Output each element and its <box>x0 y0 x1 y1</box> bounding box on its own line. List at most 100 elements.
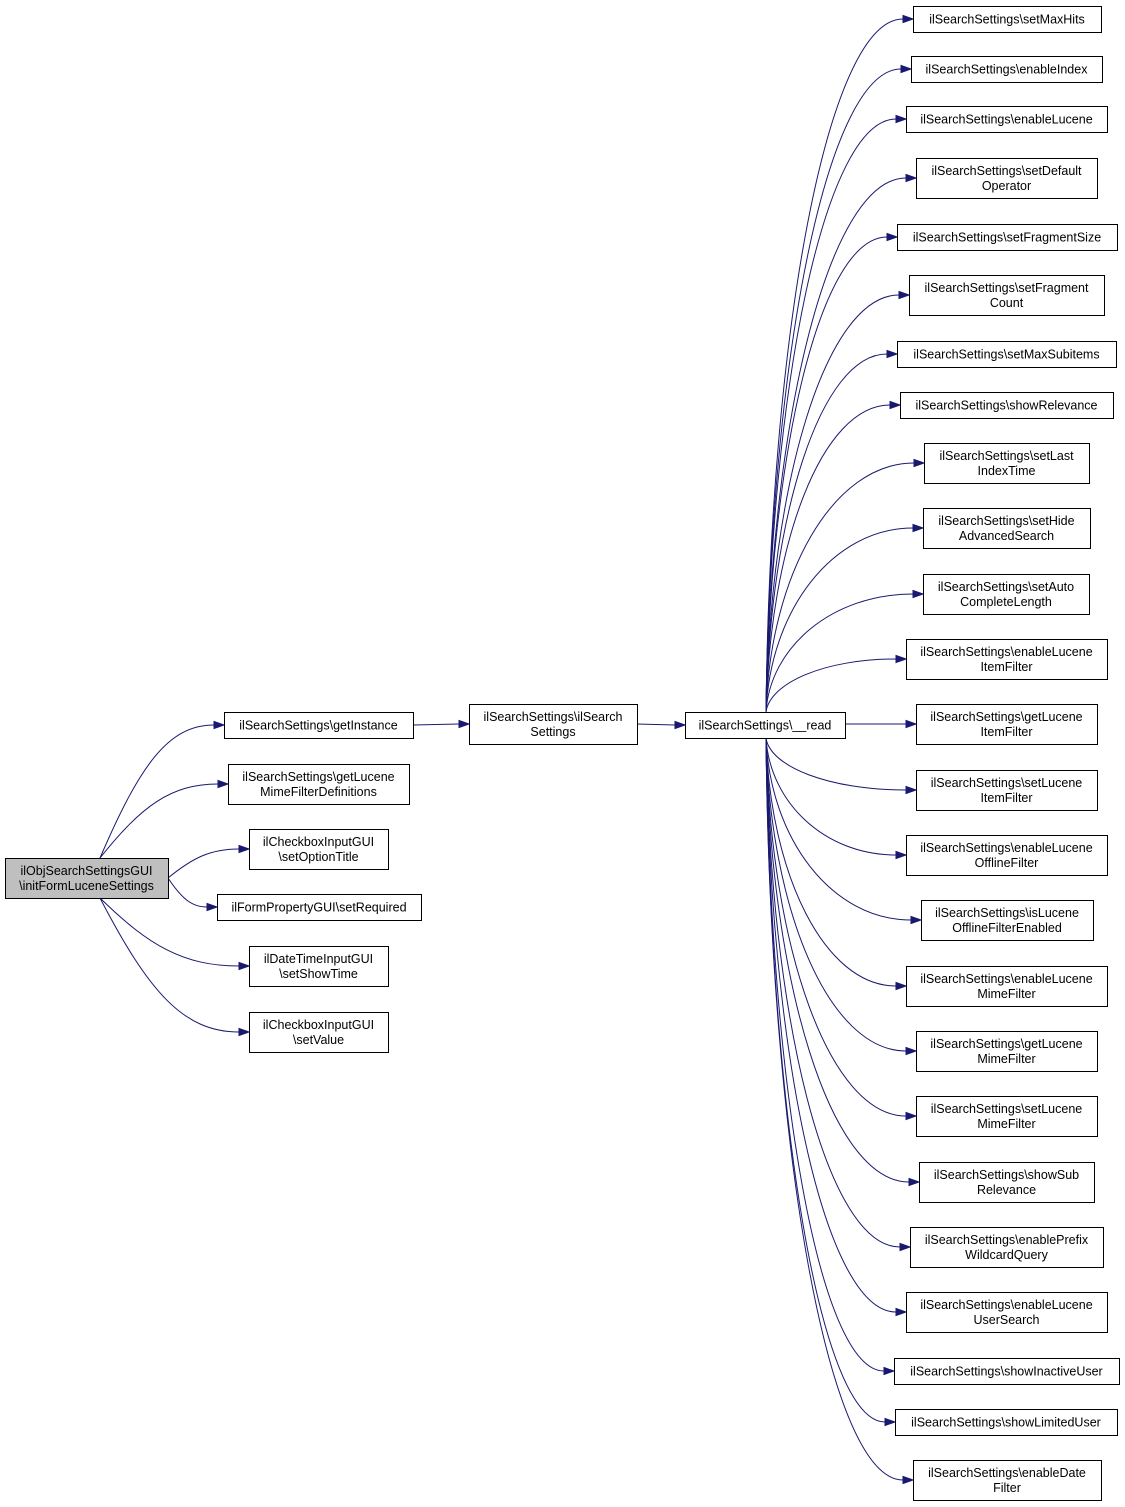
node-show-limited-user[interactable]: ilSearchSettings\showLimitedUser <box>895 1409 1118 1436</box>
edge-read-to-set-lucene-item-filter <box>765 737 918 795</box>
edge-read-to-set-auto-complete-length <box>765 589 925 713</box>
node-set-fragment-size[interactable]: ilSearchSettings\setFragmentSize <box>897 224 1118 251</box>
node-is-lucene-offline-filter-enabled[interactable]: ilSearchSettings\isLuceneOfflineFilterEn… <box>921 900 1094 941</box>
node-enable-lucene[interactable]: ilSearchSettings\enableLucene <box>906 106 1108 133</box>
edge-read-to-show-limited-user <box>765 737 897 1427</box>
node-box <box>906 106 1108 133</box>
arrowhead-icon <box>905 719 918 729</box>
edge-read-to-set-hide-advanced-search <box>765 523 925 713</box>
node-label: UserSearch <box>974 1313 1040 1327</box>
edge-line <box>765 527 914 713</box>
node-label: IndexTime <box>978 464 1036 478</box>
node-box <box>923 508 1091 549</box>
edge-read-to-enable-lucene-offline-filter <box>765 737 908 860</box>
node-label: ilSearchSettings\showSub <box>934 1168 1079 1182</box>
edge-line <box>765 737 886 1423</box>
node-label: ilSearchSettings\setLucene <box>931 776 1083 790</box>
node-get-instance[interactable]: ilSearchSettings\getInstance <box>224 712 414 739</box>
node-label: ilSearchSettings\getInstance <box>239 719 397 733</box>
node-box <box>249 829 389 870</box>
node-constructor[interactable]: ilSearchSettings\ilSearchSettings <box>469 704 638 745</box>
node-label: OfflineFilterEnabled <box>952 921 1062 935</box>
edge-line <box>765 177 907 713</box>
edge-line <box>412 723 460 726</box>
edge-read-to-set-last-index-time <box>765 458 926 713</box>
node-box <box>916 1031 1098 1072</box>
edge-line <box>765 737 910 1183</box>
call-edges <box>99 14 926 1485</box>
edge-line <box>636 723 676 726</box>
node-set-show-time[interactable]: ilDateTimeInputGUI\setShowTime <box>249 946 389 987</box>
node-show-relevance[interactable]: ilSearchSettings\showRelevance <box>900 392 1114 419</box>
node-label: ilSearchSettings\showInactiveUser <box>910 1365 1102 1379</box>
node-set-option-title[interactable]: ilCheckboxInputGUI\setOptionTitle <box>249 829 389 870</box>
node-label: ilCheckboxInputGUI <box>263 835 374 849</box>
node-label: ilDateTimeInputGUI <box>264 952 373 966</box>
node-set-value[interactable]: ilCheckboxInputGUI\setValue <box>249 1012 389 1053</box>
node-read[interactable]: ilSearchSettings\__read <box>685 712 846 739</box>
node-label: \setValue <box>293 1033 344 1047</box>
node-box <box>919 1162 1095 1203</box>
edge-read-to-set-default-operator <box>765 173 918 713</box>
node-label: ilSearchSettings\enableLucene <box>920 841 1092 855</box>
edge-root-to-get-lucene-mime-filter-definitions <box>99 779 230 859</box>
node-set-required[interactable]: ilFormPropertyGUI\setRequired <box>217 894 422 921</box>
node-box <box>217 894 422 921</box>
node-label: ilSearchSettings\enablePrefix <box>925 1233 1089 1247</box>
node-label: Relevance <box>977 1183 1036 1197</box>
arrowhead-icon <box>213 720 226 730</box>
node-label: ItemFilter <box>980 660 1032 674</box>
arrowhead-icon <box>458 719 471 729</box>
node-label: ilSearchSettings\setMaxSubitems <box>913 348 1099 362</box>
node-box <box>895 1409 1118 1436</box>
node-label: ilSearchSettings\getLucene <box>930 710 1082 724</box>
arrowhead-icon <box>895 114 908 124</box>
edge-read-to-enable-prefix-wildcard-query <box>765 737 912 1252</box>
root-node[interactable]: ilObjSearchSettingsGUI\initFormLuceneSet… <box>5 858 169 899</box>
edge-line <box>765 737 907 1052</box>
edge-line <box>765 404 891 713</box>
edge-root-to-get-instance <box>99 720 226 859</box>
node-label: MimeFilter <box>977 1052 1035 1066</box>
node-label: ilSearchSettings\__read <box>699 719 832 733</box>
node-show-inactive-user[interactable]: ilSearchSettings\showInactiveUser <box>894 1358 1120 1385</box>
node-get-lucene-mime-filter-definitions[interactable]: ilSearchSettings\getLuceneMimeFilterDefi… <box>228 764 410 805</box>
arrowhead-icon <box>908 1177 921 1187</box>
node-label: ItemFilter <box>980 791 1032 805</box>
node-enable-index[interactable]: ilSearchSettings\enableIndex <box>911 56 1103 83</box>
node-label: ilSearchSettings\setAuto <box>938 580 1074 594</box>
node-label: ilSearchSettings\showRelevance <box>915 399 1097 413</box>
arrowhead-icon <box>902 14 915 24</box>
edge-line <box>167 848 240 879</box>
node-box <box>906 966 1108 1007</box>
arrowhead-icon <box>898 290 911 300</box>
node-label: Operator <box>982 179 1031 193</box>
node-label: ilSearchSettings\enableLucene <box>920 972 1092 986</box>
arrowhead-icon <box>900 64 913 74</box>
node-enable-prefix-wildcard-query[interactable]: ilSearchSettings\enablePrefixWildcardQue… <box>910 1227 1104 1268</box>
node-set-max-hits[interactable]: ilSearchSettings\setMaxHits <box>913 6 1102 33</box>
edge-line <box>99 897 240 1033</box>
edge-line <box>765 353 888 713</box>
edge-line <box>765 593 914 713</box>
node-label: \initFormLuceneSettings <box>19 879 154 893</box>
call-nodes: ilObjSearchSettingsGUI\initFormLuceneSet… <box>5 6 1120 1501</box>
node-label: ilSearchSettings\getLucene <box>930 1037 1082 1051</box>
node-set-max-subitems[interactable]: ilSearchSettings\setMaxSubitems <box>897 341 1117 368</box>
node-enable-lucene-offline-filter[interactable]: ilSearchSettings\enableLuceneOfflineFilt… <box>906 835 1108 876</box>
